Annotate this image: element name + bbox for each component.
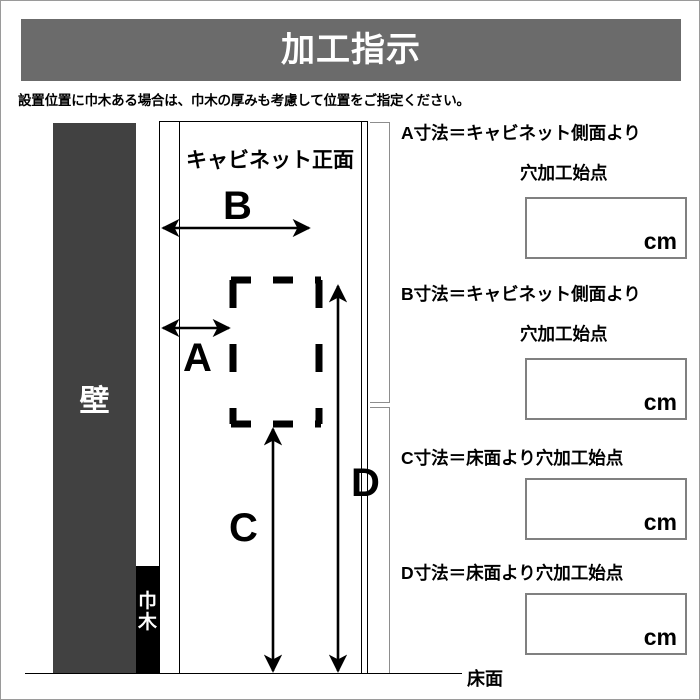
cabinet-side-panel-upper-right-line: [389, 122, 390, 403]
field-a-label-line2: 穴加工始点: [520, 163, 608, 183]
field-d-unit: cm: [643, 624, 677, 650]
page-title: 加工指示: [281, 31, 421, 69]
cabinet-side-panel-lower-right-line: [389, 407, 390, 673]
dimension-label-c: C: [229, 506, 258, 550]
hole-outline-dashed: [229, 276, 323, 428]
field-a-label-line1: A寸法＝キャビネット側面より: [401, 123, 641, 143]
wall-block: [53, 123, 136, 673]
cabinet-side-panel-upper-top-line: [370, 122, 390, 123]
baseboard-label: 巾木: [137, 591, 157, 633]
field-b-input[interactable]: cm: [525, 358, 687, 420]
cabinet-front-label: キャビネット正面: [186, 149, 354, 172]
wall-label: 壁: [79, 385, 110, 418]
cabinet-right-outer-line: [367, 121, 368, 673]
dimension-label-b: B: [223, 184, 252, 228]
field-d-input[interactable]: cm: [525, 593, 687, 655]
field-d-label-line1: D寸法＝床面より穴加工始点: [401, 563, 624, 583]
cabinet-left-inner-line: [179, 121, 180, 673]
subtitle-note: 設置位置に巾木ある場合は、巾木の厚みも考慮して位置をご指定ください。: [18, 93, 470, 108]
field-c-input[interactable]: cm: [525, 478, 687, 540]
floor-line: [25, 673, 462, 674]
dimension-label-d: D: [351, 461, 380, 505]
floor-label: 床面: [467, 669, 503, 689]
field-c-label-line1: C寸法＝床面より穴加工始点: [401, 448, 624, 468]
cabinet-top-line: [159, 121, 368, 122]
baseboard-label-wrap: 巾木: [136, 591, 159, 661]
cabinet-side-panel-lower-top-line: [370, 407, 390, 408]
dimension-label-a: A: [183, 336, 212, 380]
cabinet-right-inner-line: [361, 121, 362, 673]
field-b-label-line2: 穴加工始点: [520, 324, 608, 344]
cabinet-side-panel-upper-bottom-line: [370, 402, 390, 403]
baseboard-block: [136, 566, 159, 673]
cabinet-left-outer-line: [159, 121, 160, 673]
field-a-input[interactable]: cm: [525, 197, 687, 259]
field-c-unit: cm: [643, 509, 677, 535]
header-bar: 加工指示: [21, 19, 681, 81]
field-a-unit: cm: [643, 228, 677, 254]
field-b-label-line1: B寸法＝キャビネット側面より: [401, 284, 641, 304]
field-b-unit: cm: [643, 389, 677, 415]
